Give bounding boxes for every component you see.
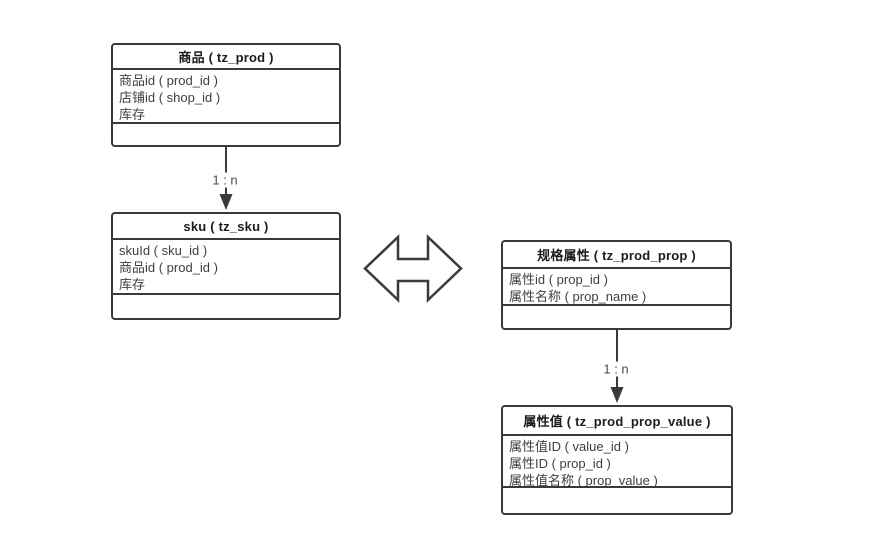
entity-table-prod[interactable]: 商品 ( tz_prod ) 商品id ( prod_id ) 店铺id ( s… — [111, 43, 341, 147]
entity-table-sku[interactable]: sku ( tz_sku ) skuId ( sku_id ) 商品id ( p… — [111, 212, 341, 320]
entity-empty-section — [113, 122, 339, 145]
entity-title: sku ( tz_sku ) — [113, 214, 339, 240]
entity-table-prod-prop-value[interactable]: 属性值 ( tz_prod_prop_value ) 属性值ID ( value… — [501, 405, 733, 515]
field-row: 商品id ( prod_id ) — [119, 73, 218, 88]
entity-title: 规格属性 ( tz_prod_prop ) — [503, 242, 730, 269]
entity-empty-section — [503, 486, 731, 513]
cardinality-label: 1 : n — [600, 361, 632, 377]
arrowhead-down-icon — [610, 387, 624, 403]
cardinality-label: 1 : n — [209, 172, 241, 188]
entity-table-prod-prop[interactable]: 规格属性 ( tz_prod_prop ) 属性id ( prop_id ) 属… — [501, 240, 732, 330]
field-row: 属性值名称 ( prop_value ) — [509, 473, 658, 486]
entity-fields: 属性值ID ( value_id ) 属性ID ( prop_id ) 属性值名… — [503, 436, 731, 486]
arrowhead-down-icon — [219, 194, 233, 210]
field-row: 属性ID ( prop_id ) — [509, 456, 611, 471]
entity-title: 商品 ( tz_prod ) — [113, 45, 339, 70]
bidirectional-arrow-icon[interactable] — [363, 234, 463, 303]
entity-fields: 属性id ( prop_id ) 属性名称 ( prop_name ) — [503, 269, 730, 304]
field-row: 属性值ID ( value_id ) — [509, 439, 629, 454]
entity-empty-section — [503, 304, 730, 328]
entity-fields: skuId ( sku_id ) 商品id ( prod_id ) 库存 — [113, 240, 339, 293]
entity-empty-section — [113, 293, 339, 318]
field-row: 库存 — [119, 277, 146, 292]
entity-fields: 商品id ( prod_id ) 店铺id ( shop_id ) 库存 — [113, 70, 339, 122]
field-row: skuId ( sku_id ) — [119, 243, 208, 258]
field-row: 属性名称 ( prop_name ) — [509, 289, 647, 304]
field-row: 属性id ( prop_id ) — [509, 272, 608, 287]
field-row: 库存 — [119, 107, 146, 122]
entity-title: 属性值 ( tz_prod_prop_value ) — [503, 407, 731, 436]
field-row: 商品id ( prod_id ) — [119, 260, 218, 275]
field-row: 店铺id ( shop_id ) — [119, 90, 221, 105]
